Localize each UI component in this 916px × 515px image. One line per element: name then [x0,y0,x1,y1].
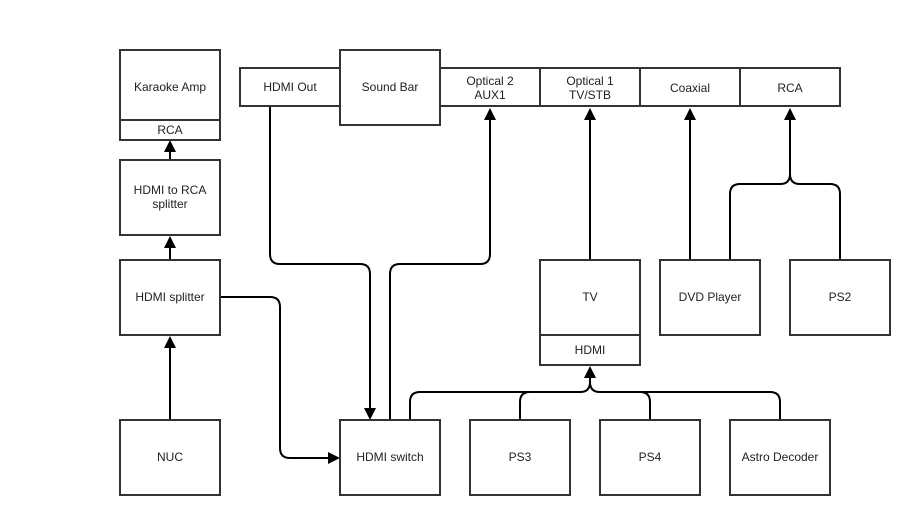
tv-hdmi-port[interactable] [539,334,641,366]
arrowhead-down [364,408,376,420]
port-optical1-tvstb[interactable]: Optical 1 TV/STB [566,74,614,102]
port-hdmi-out-label: HDMI Out [263,80,317,94]
hdmi-to-rca-splitter-node[interactable]: HDMI to RCA splitter [119,159,221,236]
arrowhead-right [328,452,340,464]
arrowhead-up [584,108,596,120]
wire-ps3-to-tv [519,391,531,420]
wire-ps2-to-rca [789,173,841,260]
arrowhead-up [684,108,696,120]
hdmi-splitter-node[interactable]: HDMI splitter [119,259,221,336]
dvd-player-label: DVD Player [679,290,742,304]
nuc-node[interactable]: NUC [119,419,221,496]
hdmi-splitter-label: HDMI splitter [135,290,204,304]
nuc-label: NUC [157,450,183,464]
sound-bar-main[interactable] [339,49,441,126]
wire-dvd-to-rca [729,120,791,260]
ps2-label: PS2 [829,290,852,304]
tv-label: TV [582,290,597,304]
ps3-label: PS3 [509,450,532,464]
wire-astro-to-tv [640,391,781,420]
dvd-player-node[interactable]: DVD Player [659,259,761,336]
port-coaxial[interactable]: Coaxial [670,81,710,95]
arrowhead-up [164,336,176,348]
arrowhead-up [784,108,796,120]
ps4-label: PS4 [639,450,662,464]
karaoke-amp-label: Karaoke Amp [134,80,206,94]
ps3-node[interactable]: PS3 [469,419,571,496]
tv-node[interactable]: TV HDMI [539,259,641,366]
sound-bar-node[interactable]: HDMI Out Sound Bar Optical 2 AUX1 Optica… [239,49,841,126]
karaoke-amp-node[interactable]: Karaoke Amp RCA [119,49,221,141]
wire-hdmi-out-to-hdmi-switch [269,106,371,408]
hdmi-switch-node[interactable]: HDMI switch [339,419,441,496]
ps2-node[interactable]: PS2 [789,259,891,336]
wire-hdmi-switch-to-optical2 [389,120,491,420]
hdmi-to-rca-label-line2: splitter [152,197,187,211]
astro-decoder-label: Astro Decoder [742,450,819,464]
ps4-node[interactable]: PS4 [599,419,701,496]
arrowhead-up [584,366,596,378]
port-optical1-label-line1: Optical 1 [566,74,614,88]
arrowhead-up [164,140,176,152]
karaoke-amp-rca-label: RCA [157,123,182,137]
wire-hdmi-switch-to-tv [409,378,591,420]
port-optical2-label-line1: Optical 2 [466,74,514,88]
port-optical2-label-line2: AUX1 [474,88,506,102]
hdmi-switch-label: HDMI switch [356,450,423,464]
sound-bar-label: Sound Bar [362,80,419,94]
port-optical2-aux1[interactable]: Optical 2 AUX1 [466,74,514,102]
port-coaxial-label: Coaxial [670,81,710,95]
port-rca[interactable]: RCA [777,81,802,95]
port-optical1-label-line2: TV/STB [569,88,611,102]
arrowhead-up [484,108,496,120]
hdmi-to-rca-label-line1: HDMI to RCA [134,183,207,197]
tv-hdmi-label: HDMI [575,343,606,357]
connections [164,106,841,464]
astro-decoder-node[interactable]: Astro Decoder [729,419,831,496]
wire-hdmi-splitter-to-hdmi-switch [220,296,328,459]
port-hdmi-out[interactable]: HDMI Out [263,80,317,94]
arrowhead-up [164,236,176,248]
karaoke-amp-rca-port[interactable] [119,119,221,141]
wire-ps4-to-tv [589,381,651,420]
port-rca-label: RCA [777,81,802,95]
